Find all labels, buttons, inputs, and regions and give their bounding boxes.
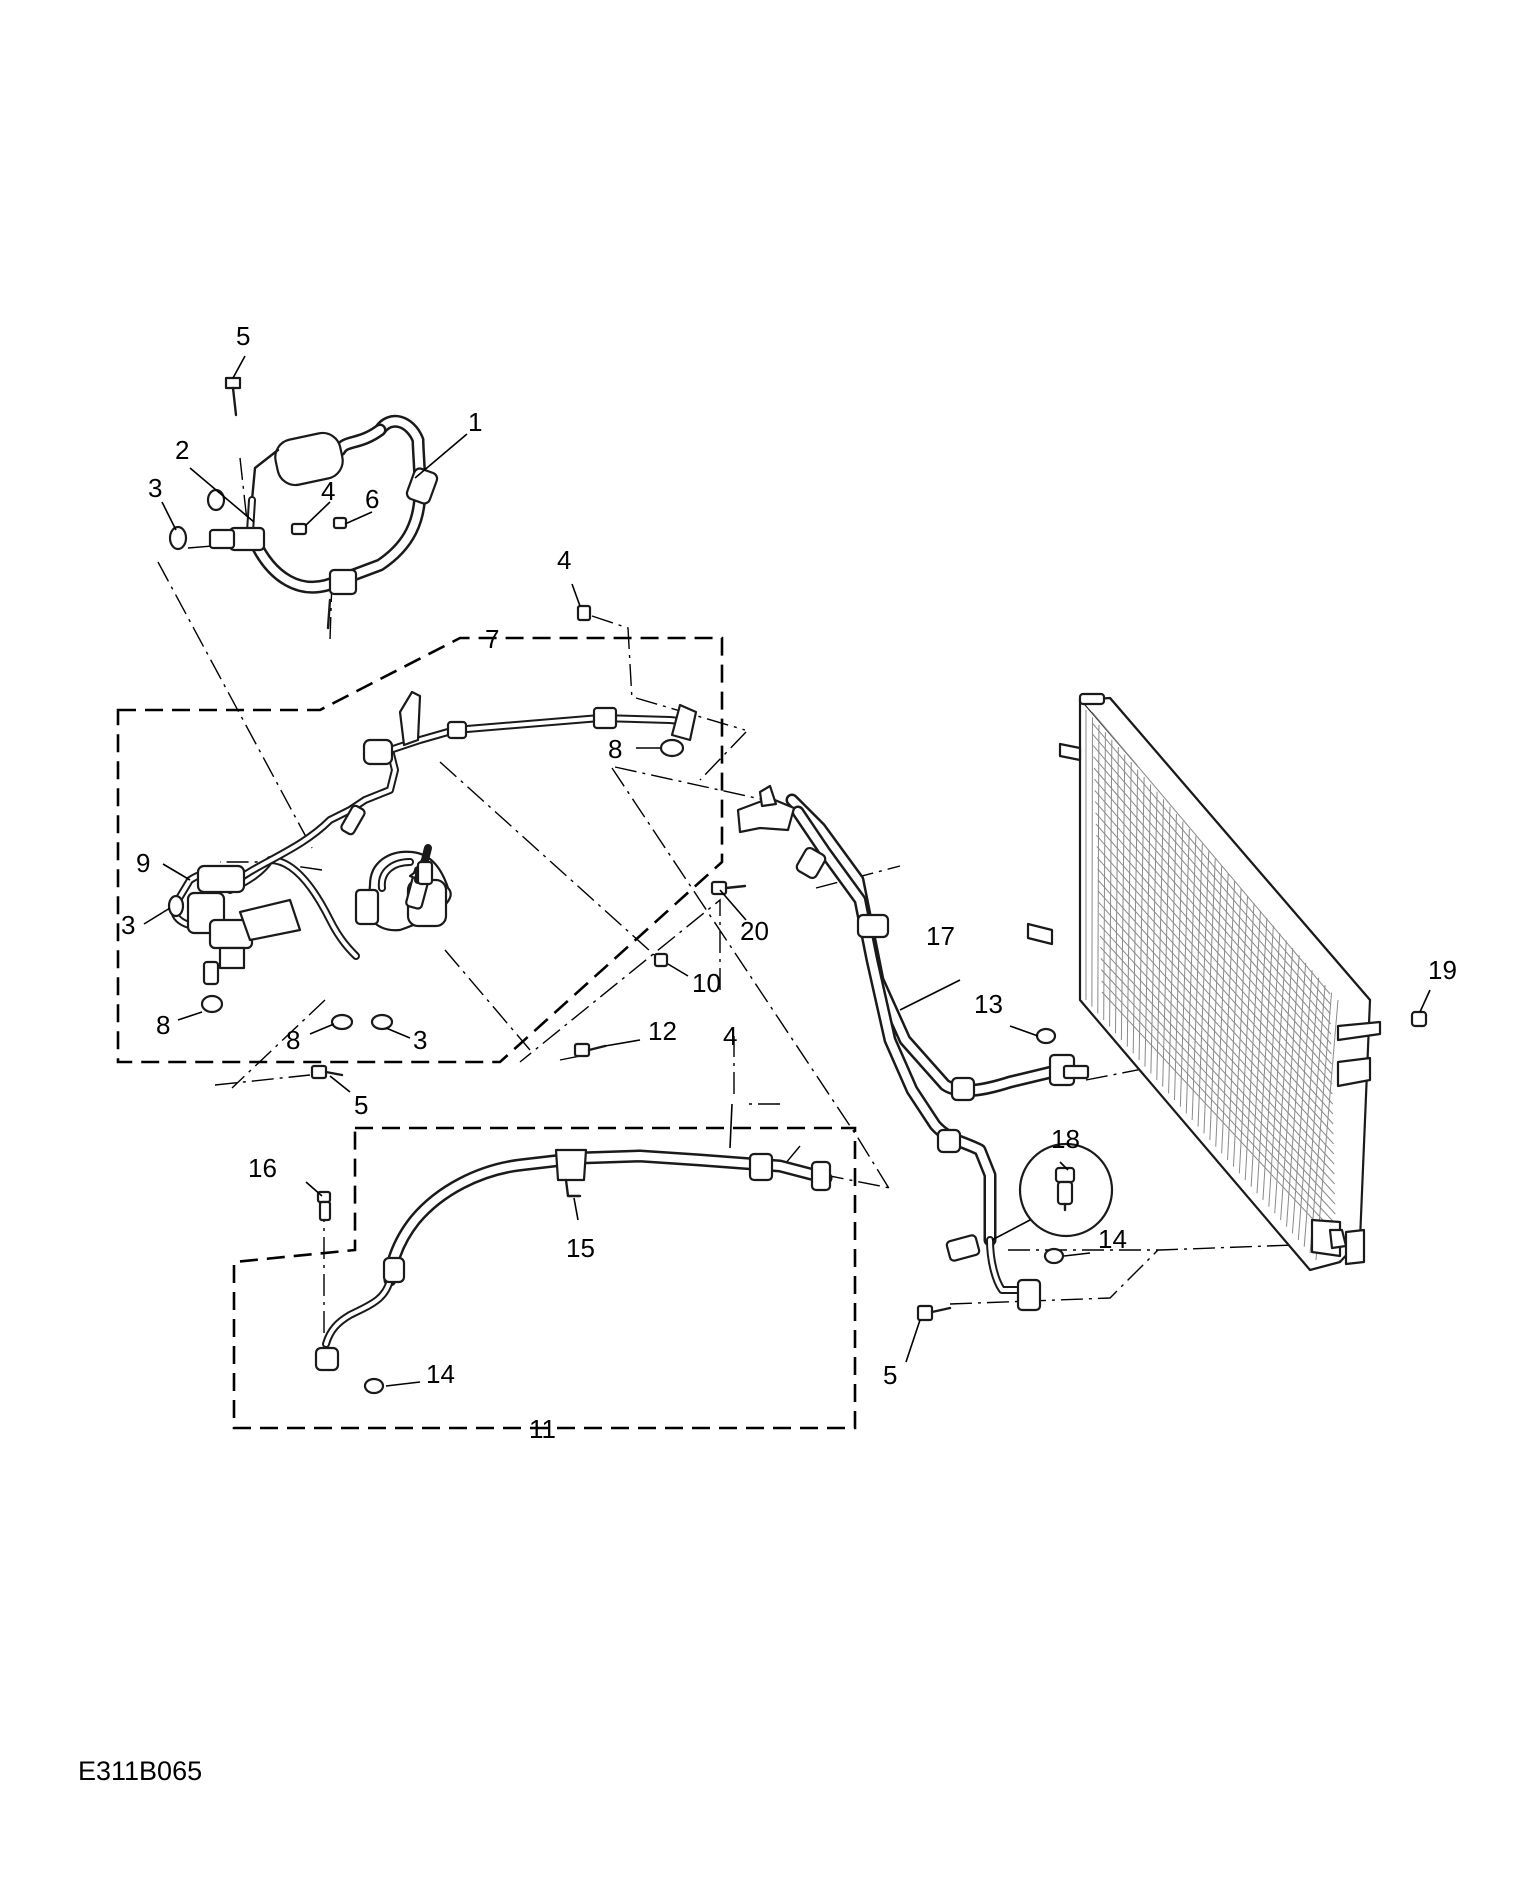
o-ring-8-right [659,738,685,758]
nut-10 [653,952,669,968]
nut-4-top [290,522,308,536]
callout-2: 2 [175,435,189,465]
part-18-pressure-switch-detail [991,1142,1114,1241]
callout-19: 19 [1428,955,1457,985]
part-11-discharge-hose [314,1148,833,1372]
callout-9: 9 [136,848,150,878]
callout-5-top: 5 [236,321,250,351]
bolt-20 [710,880,747,896]
bolt-5-top [224,376,242,417]
part-1-suction-hose-assembly [208,414,439,630]
callout-20: 20 [740,916,769,946]
screw-6 [332,516,348,530]
callout-1: 1 [468,407,482,437]
nut-4-upper [576,604,592,622]
condenser [1026,692,1382,1272]
group-box-7 [116,636,724,1064]
compressor-valve-block [354,844,452,932]
callout-5-lower: 5 [883,1360,897,1390]
callout-16: 16 [248,1153,277,1183]
callout-17: 17 [926,921,955,951]
callout-3-centre: 3 [413,1025,427,1055]
callout-8-right: 8 [608,734,622,764]
callout-5-middle: 5 [354,1090,368,1120]
callout-12: 12 [648,1016,677,1046]
o-ring-3-left [167,894,185,918]
callout-3-left: 3 [121,910,135,940]
callout-4-top: 4 [321,476,335,506]
o-ring-14-left [363,1377,385,1395]
callout-6: 6 [365,484,379,514]
callout-14-right: 14 [1098,1224,1127,1254]
bolt-5-middle [310,1064,344,1080]
o-ring-2 [206,488,226,512]
part-17-liquid-line [736,784,1090,1312]
callout-14-left: 14 [426,1359,455,1389]
figure-id: E311B065 [78,1756,202,1786]
nut-19 [1410,1010,1428,1028]
callout-8-left: 8 [156,1010,170,1040]
callout-labels: 1 2 3 3 3 4 4 4 5 5 5 6 7 8 8 8 9 10 11 … [121,321,1457,1444]
o-ring-14-right [1043,1247,1065,1265]
callout-10: 10 [692,968,721,998]
callout-7: 7 [485,624,499,654]
bolt-12 [573,1042,607,1058]
callout-8-centre: 8 [286,1025,300,1055]
bolt-5-lower [916,1304,952,1322]
callout-11: 11 [529,1414,556,1444]
group-box-11 [232,1126,857,1430]
accumulator-body [274,431,344,487]
callout-13: 13 [974,989,1003,1019]
valve-16 [316,1190,332,1222]
o-ring-3-centre [370,1013,394,1031]
callout-4-upper: 4 [557,545,571,575]
callout-15: 15 [566,1233,595,1263]
o-ring-3-top [168,525,188,551]
o-ring-13 [1035,1027,1057,1045]
part-7-line-assembly [170,690,698,986]
leader-lines [143,355,1431,1387]
callout-4-middle: 4 [723,1021,737,1051]
callout-18: 18 [1051,1124,1080,1154]
callout-3-top: 3 [148,473,162,503]
o-ring-8-centre [330,1013,354,1031]
o-ring-8-left [200,994,224,1014]
